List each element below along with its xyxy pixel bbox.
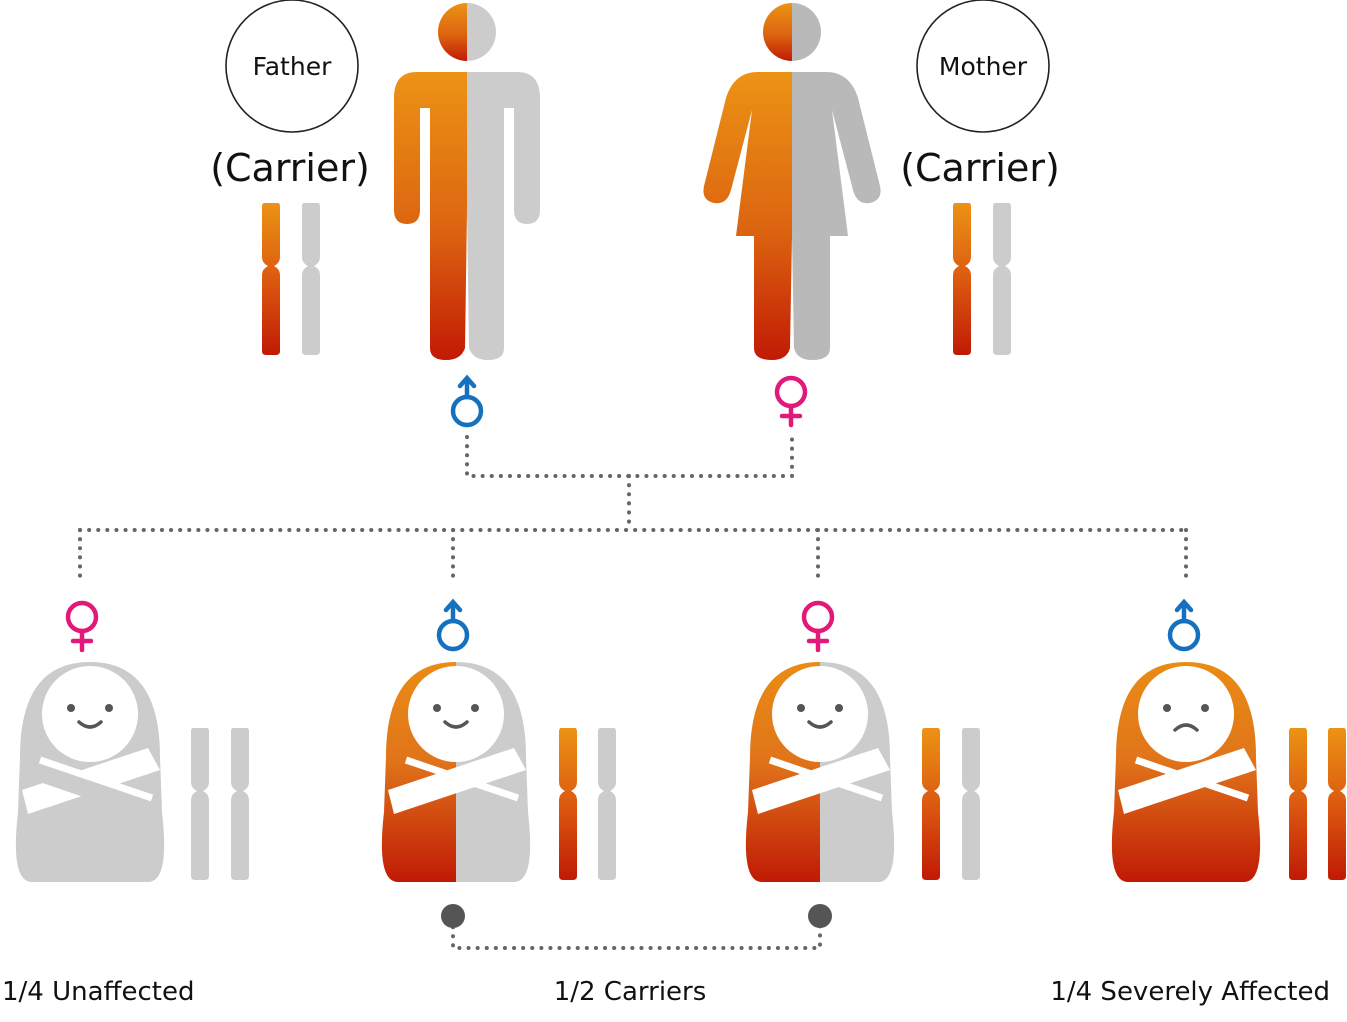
female-symbol-icon xyxy=(774,375,808,428)
mother-label-circle xyxy=(916,0,1050,133)
father-figure xyxy=(394,3,540,360)
mother-status: (Carrier) xyxy=(900,146,1060,190)
baby-carrier-male xyxy=(381,662,531,882)
male-symbol-icon xyxy=(450,374,484,428)
mother-label-group: Mother (Carrier) xyxy=(900,0,1060,190)
mother-label: Mother xyxy=(939,52,1028,81)
carrier-dot-left xyxy=(441,904,465,928)
father-chromosomes xyxy=(262,203,320,355)
baby-affected-chromosomes xyxy=(1289,728,1346,880)
carrier-dot-right xyxy=(808,904,832,928)
father-label: Father xyxy=(253,52,332,81)
male-symbol-icon xyxy=(436,598,470,652)
baby-carrier-male-chromosomes xyxy=(559,728,616,880)
baby-carrier-female xyxy=(745,662,895,882)
mother-chromosome-normal xyxy=(993,203,1011,355)
connector-lines xyxy=(78,435,1188,950)
father-label-circle xyxy=(225,0,359,133)
outcome-carriers-label: 1/2 Carriers xyxy=(554,977,707,1007)
baby-unaffected xyxy=(15,662,165,882)
male-symbol-icon xyxy=(1167,598,1201,652)
outcome-affected-label: 1/4 Severely Affected xyxy=(1050,977,1330,1007)
mother-figure xyxy=(703,3,881,360)
father-status: (Carrier) xyxy=(210,146,370,190)
baby-affected xyxy=(1111,662,1261,882)
female-symbol-icon xyxy=(801,600,835,653)
outcome-unaffected-label: 1/4 Unaffected xyxy=(2,977,194,1007)
baby-carrier-female-chromosomes xyxy=(922,728,980,880)
father-chromosome-affected xyxy=(262,203,280,355)
father-label-group: Father (Carrier) xyxy=(210,0,370,190)
father-chromosome-normal xyxy=(302,203,320,355)
mother-chromosome-affected xyxy=(953,203,971,355)
female-symbol-icon xyxy=(65,600,99,653)
mother-chromosomes xyxy=(953,203,1011,355)
baby-unaffected-chromosomes xyxy=(191,728,249,880)
